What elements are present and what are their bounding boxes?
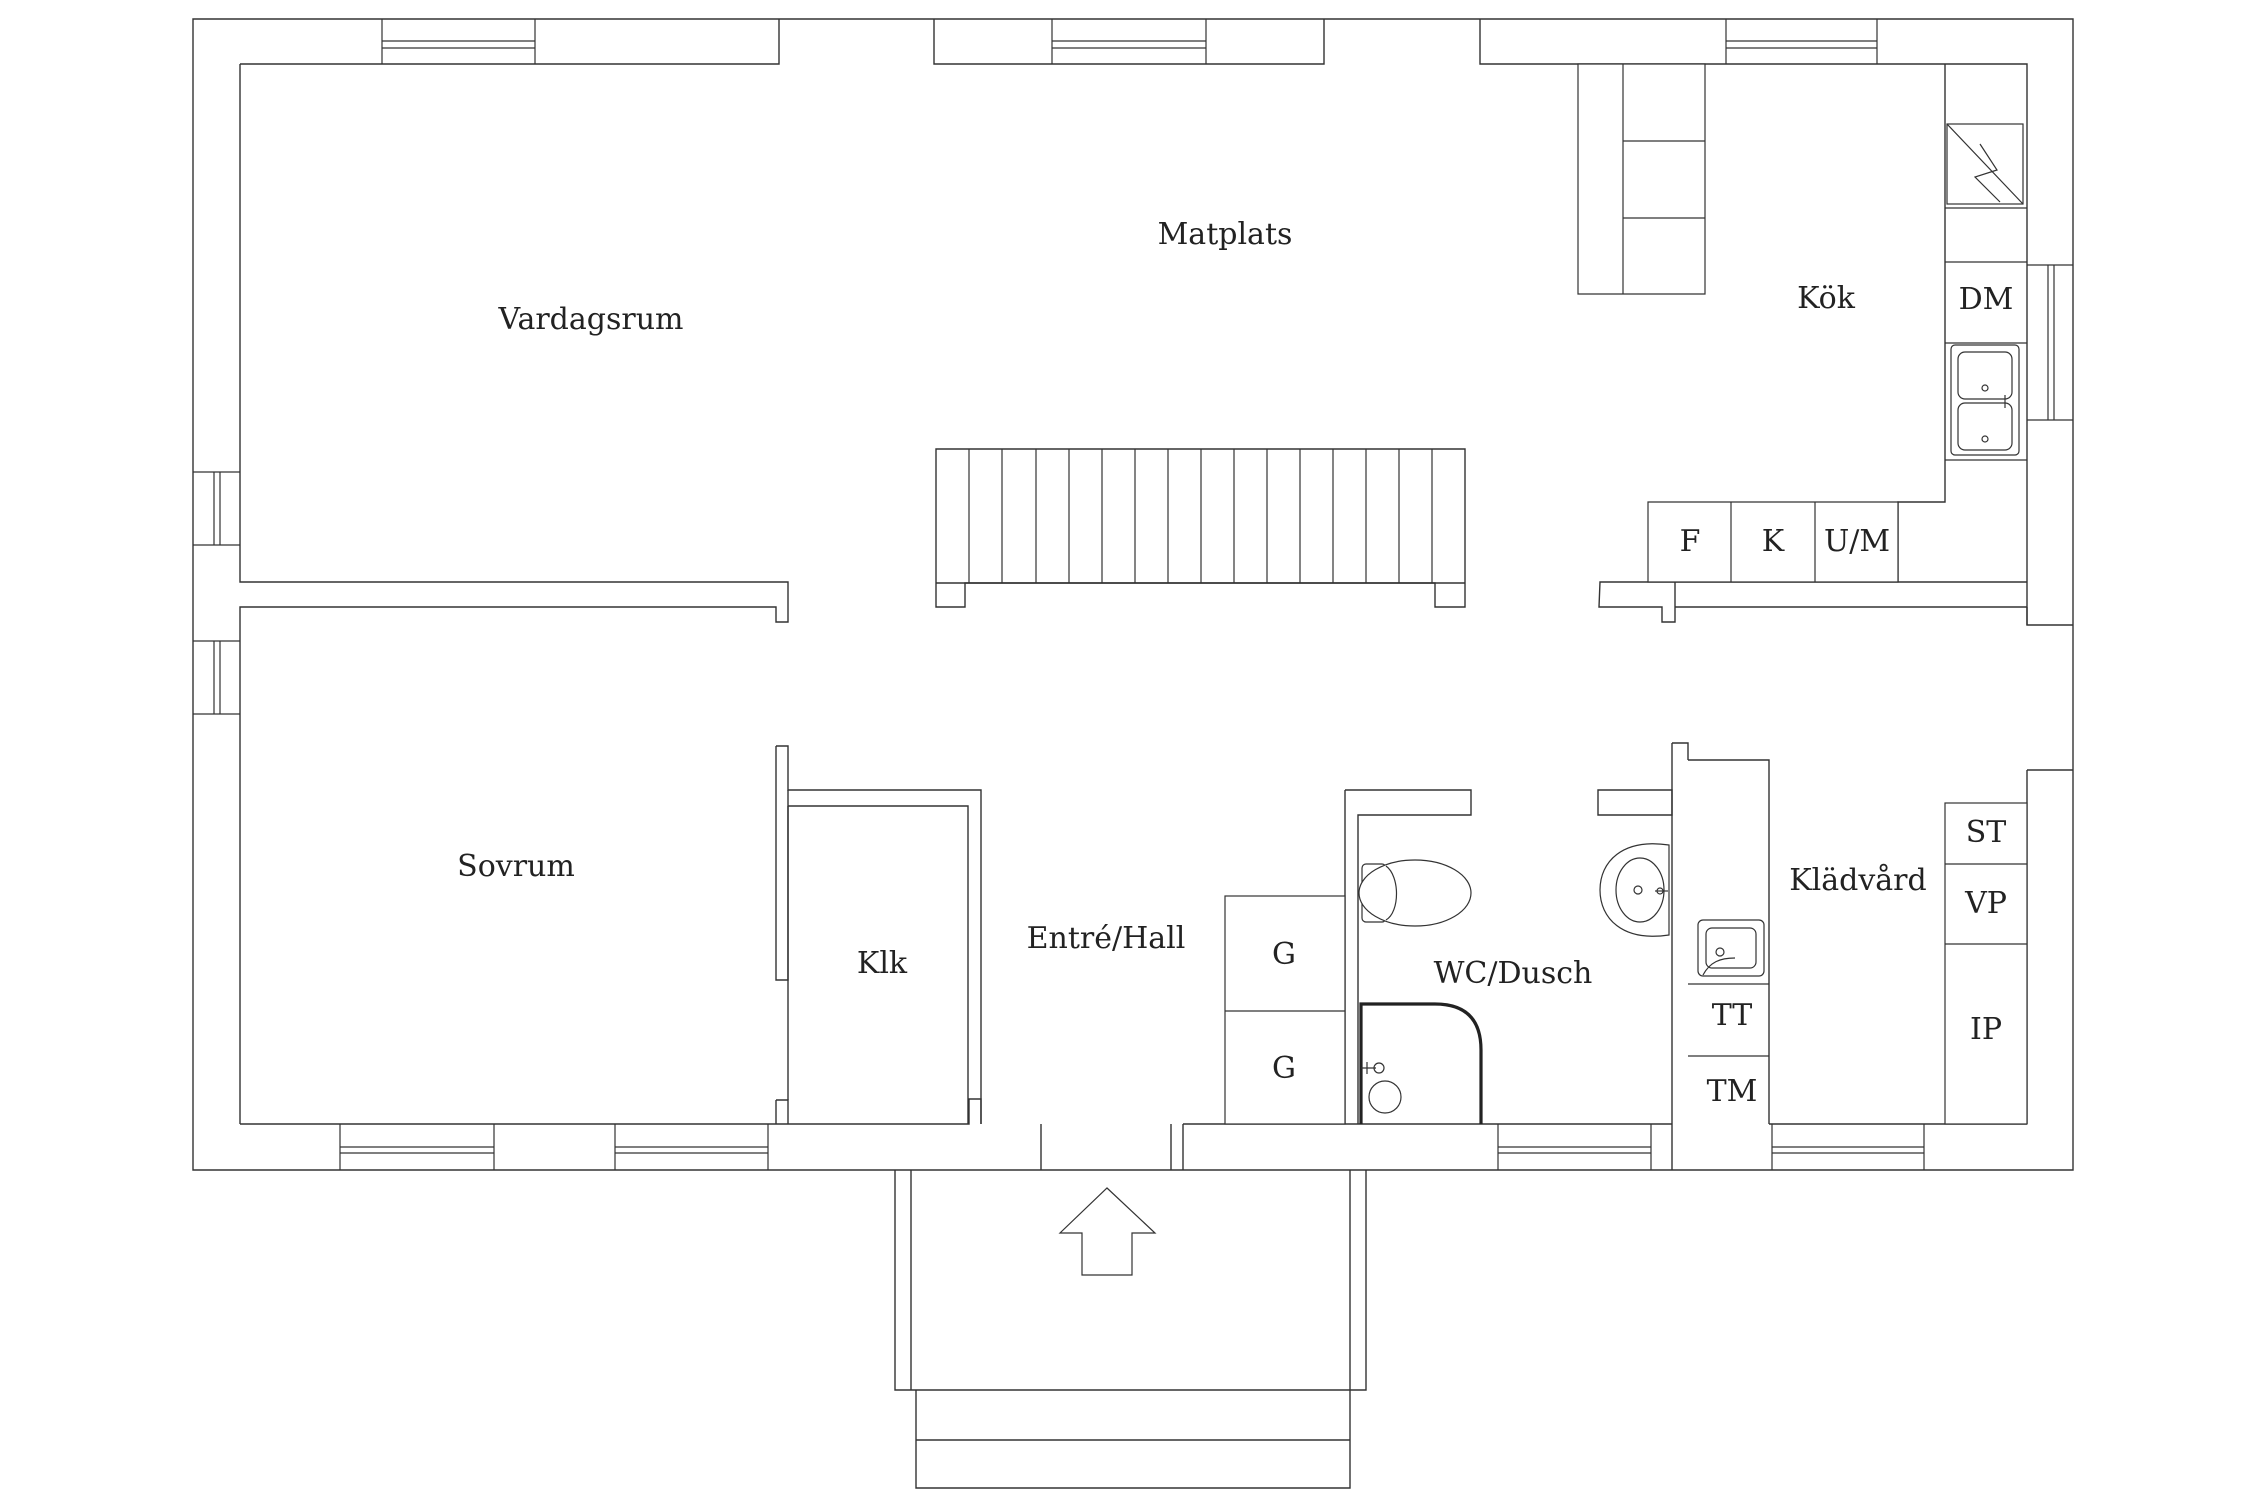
fixture-label-freezer: F xyxy=(1680,524,1701,559)
window-right-1 xyxy=(2027,264,2073,421)
window-top-3 xyxy=(1725,19,1878,64)
room-label-vardagsrum: Vardagsrum xyxy=(498,302,684,337)
outer-walls xyxy=(192,18,2074,1171)
kitchen-fixtures xyxy=(1577,63,2027,583)
fixture-label-fridge: K xyxy=(1762,524,1785,559)
room-label-entre: Entré/Hall xyxy=(1027,921,1186,956)
laundry-fixtures xyxy=(1688,802,2028,1125)
fixture-label-tm: TM xyxy=(1707,1074,1758,1109)
room-label-klk: Klk xyxy=(857,946,908,981)
fixture-label-vp: VP xyxy=(1964,886,2007,921)
double-sink-icon xyxy=(1950,344,2020,456)
staircase xyxy=(935,448,1466,608)
toilet-icon xyxy=(1358,859,1472,927)
entrance-porch xyxy=(894,1170,1367,1489)
shower-icon xyxy=(1359,1002,1483,1124)
window-bottom-1 xyxy=(339,1124,495,1170)
laundry-sink-icon xyxy=(1697,919,1765,977)
fixture-label-st: ST xyxy=(1966,815,2007,850)
fixture-label-dishwasher: DM xyxy=(1959,282,2014,317)
washbasin-icon xyxy=(1599,843,1670,937)
room-label-matplats: Matplats xyxy=(1158,217,1293,252)
room-labels: Vardagsrum Matplats Kök Sovrum Klk Entré… xyxy=(457,217,1927,991)
room-label-sovrum: Sovrum xyxy=(457,849,575,884)
room-label-wc: WC/Dusch xyxy=(1434,956,1593,991)
fixture-label-oven-micro: U/M xyxy=(1824,524,1890,559)
window-top-1 xyxy=(381,19,536,64)
windows xyxy=(193,19,2073,1170)
room-label-kladvard: Klädvård xyxy=(1789,863,1926,898)
fixture-label-wardrobe-2: G xyxy=(1272,1051,1296,1086)
bathroom-fixtures xyxy=(1358,843,1670,1124)
window-left-1 xyxy=(193,471,240,546)
window-bottom-4 xyxy=(1771,1124,1925,1170)
window-top-2 xyxy=(1051,19,1207,64)
fixture-label-tt: TT xyxy=(1712,998,1753,1033)
fixture-labels: DM F K U/M G G ST VP IP TT TM xyxy=(1272,282,2013,1109)
fixture-label-ip: IP xyxy=(1970,1012,2002,1047)
fixture-label-wardrobe-1: G xyxy=(1272,937,1296,972)
window-left-2 xyxy=(193,640,240,715)
stove-icon xyxy=(1946,123,2024,205)
window-bottom-3 xyxy=(1497,1124,1652,1170)
room-label-kok: Kök xyxy=(1797,281,1856,316)
window-bottom-2 xyxy=(614,1124,769,1170)
hall-wardrobes xyxy=(1224,895,1346,1125)
arrow-up-icon xyxy=(1058,1187,1157,1276)
